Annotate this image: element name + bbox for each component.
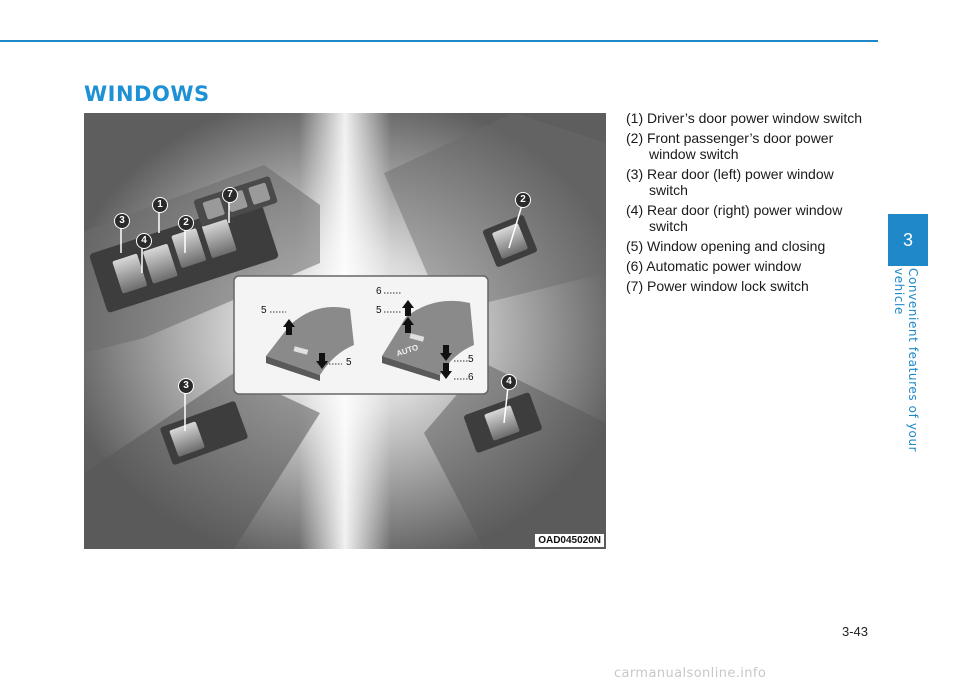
inset-label-automatic: 6 — [376, 286, 382, 297]
inset-label-automatic: 6 — [468, 372, 474, 383]
callout-badge: 1 — [152, 197, 168, 213]
window-switch-illustration: 3 4 1 2 7 2 3 4 5 5 6 5 5 6 AUTO OAD0450… — [84, 113, 606, 549]
page-number: 3-43 — [842, 624, 869, 639]
top-rule — [0, 40, 878, 42]
inset-label-open-close: 5 — [261, 305, 267, 316]
callout-badge: 7 — [222, 187, 238, 203]
legend-item: (2) Front passenger’s door power window … — [626, 130, 834, 162]
door-panel-drawing — [84, 113, 606, 549]
legend-item: (3) Rear door (left) power window switch — [626, 166, 834, 198]
callout-badge: 4 — [501, 374, 517, 390]
callout-badge: 2 — [515, 192, 531, 208]
driver-switch-cluster — [89, 176, 279, 313]
section-title: WINDOWS — [84, 82, 210, 106]
chapter-tab: 3 — [888, 214, 928, 266]
figure-legend: (1) Driver’s door power window switch (2… — [626, 110, 876, 298]
callout-badge: 3 — [178, 378, 194, 394]
callout-badge: 4 — [136, 233, 152, 249]
figure-code: OAD045020N — [535, 534, 604, 547]
legend-item: (1) Driver’s door power window switch — [626, 110, 863, 126]
inset-label-open-close: 5 — [376, 305, 382, 316]
switch-operation-inset — [233, 275, 489, 395]
callout-badge: 3 — [114, 213, 130, 229]
chapter-title: Convenient features of your vehicle — [892, 268, 920, 453]
legend-item: (5) Window opening and closing — [626, 238, 826, 254]
legend-item: (6) Automatic power window — [626, 258, 802, 274]
callout-badge: 2 — [178, 215, 194, 231]
watermark: carmanualsonline.info — [614, 666, 767, 681]
inset-label-open-close: 5 — [468, 354, 474, 365]
inset-label-open-close: 5 — [346, 357, 352, 368]
legend-item: (4) Rear door (right) power window switc… — [626, 202, 843, 234]
legend-item: (7) Power window lock switch — [626, 278, 809, 294]
